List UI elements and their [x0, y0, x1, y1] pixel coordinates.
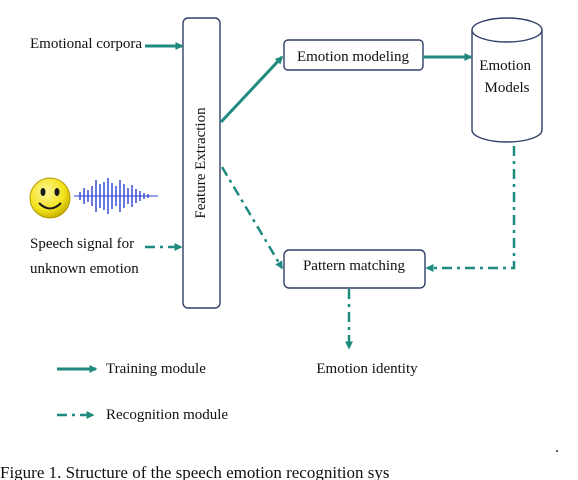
- emotion-modeling-label: Emotion modeling: [297, 49, 410, 65]
- emotion-identity-label: Emotion identity: [316, 361, 418, 377]
- pattern-matching-label: Pattern matching: [303, 258, 406, 274]
- speech-signal-label: Speech signal for unknown emotion: [30, 236, 139, 277]
- speech-signal-line-2: unknown emotion: [30, 261, 139, 277]
- figure-caption: Figure 1. Structure of the speech emotio…: [0, 463, 390, 480]
- arrow-feature-to-modeling: [219, 55, 284, 124]
- emotion-models-database: [471, 17, 543, 143]
- arrow-feature-to-matching: [220, 166, 284, 270]
- training-arrows: [145, 42, 473, 124]
- speech-waveform-icon: [74, 178, 158, 214]
- emotion-models-line-1: Emotion: [479, 58, 531, 74]
- emotion-models-label: Emotion Models: [479, 58, 534, 96]
- legend-training-label: Training module: [106, 361, 206, 377]
- feature-extraction-box: [182, 17, 221, 309]
- smiley-face-icon: [29, 177, 71, 219]
- pattern-matching-box: [283, 249, 426, 289]
- caption-dot: .: [555, 439, 559, 456]
- emotion-models-line-2: Models: [485, 80, 530, 96]
- legend: Training module Recognition module: [57, 361, 228, 423]
- feature-extraction-label: Feature Extraction: [193, 107, 209, 219]
- speech-signal-line-1: Speech signal for: [30, 236, 134, 252]
- recognition-arrows: [145, 146, 516, 350]
- emotional-corpora-label: Emotional corpora: [30, 36, 142, 52]
- legend-recognition-label: Recognition module: [106, 407, 228, 423]
- arrow-models-to-matching: [425, 146, 516, 272]
- emotion-modeling-box: [283, 39, 424, 71]
